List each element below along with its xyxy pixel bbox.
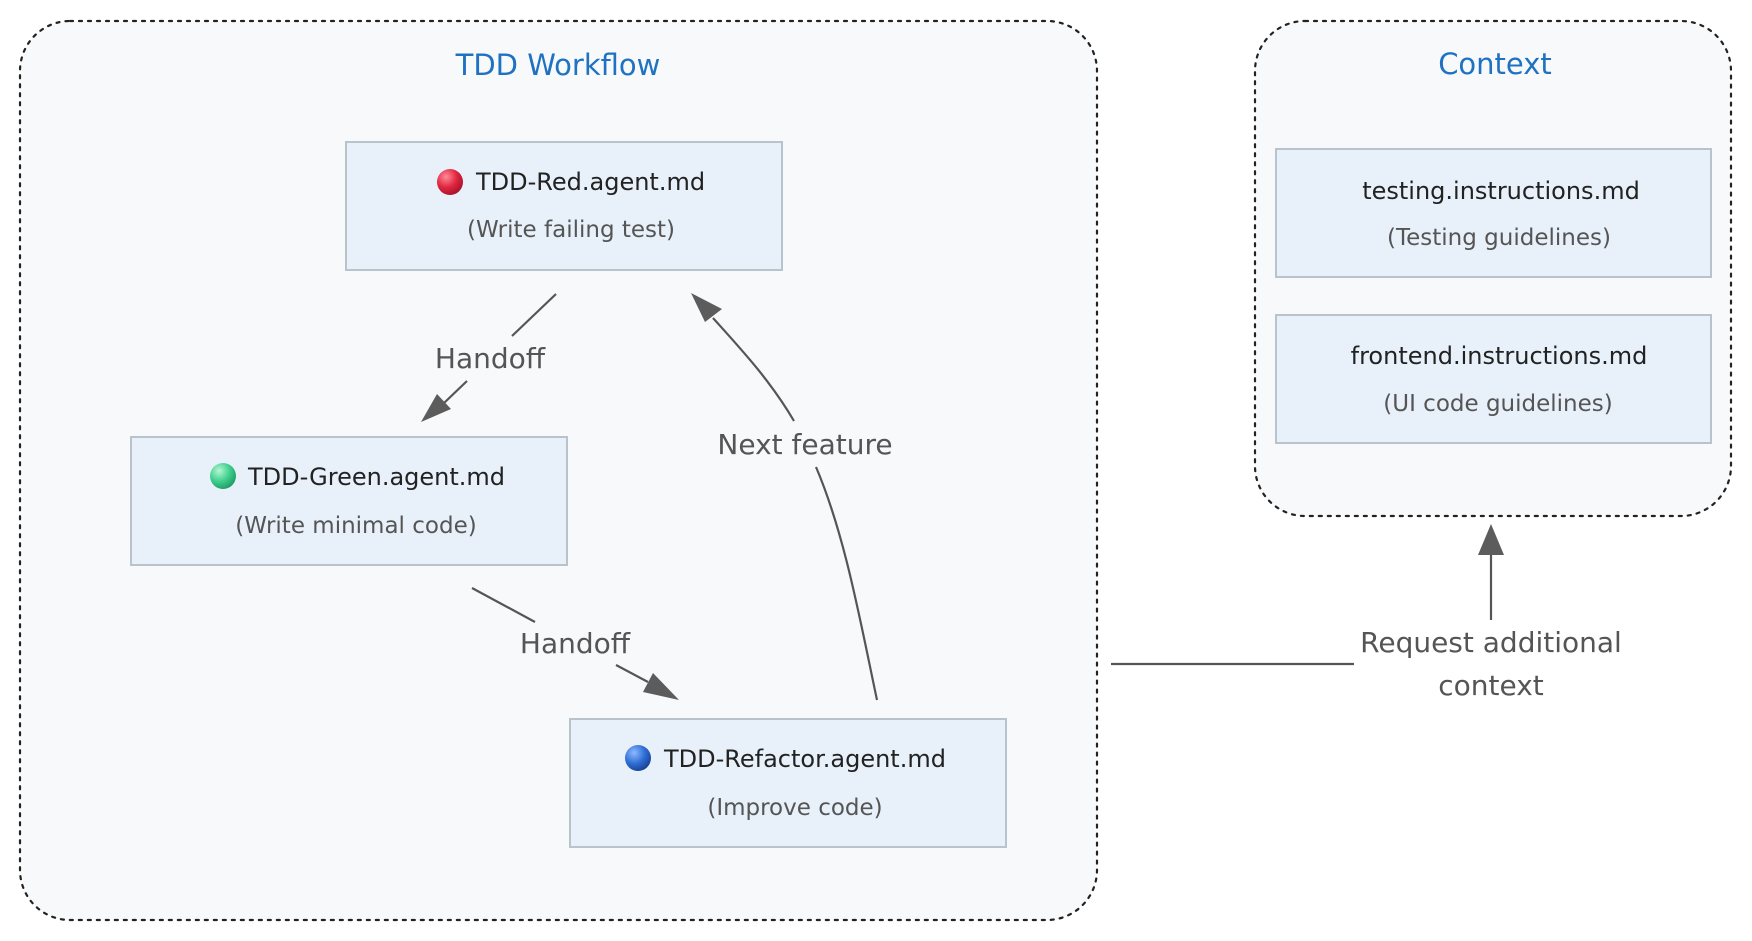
edge-refactor-to-red: Next feature: [691, 293, 893, 701]
edge-green-to-refactor: Handoff: [471, 587, 679, 700]
node-tdd-red-box: [345, 141, 783, 271]
edge-refactor-to-red-arrowhead: [691, 293, 722, 322]
node-tdd-green-title: TDD-Green.agent.md: [247, 463, 505, 491]
edge-red-to-green-line-lower: [443, 380, 468, 404]
green-circle-icon: [210, 463, 236, 489]
node-tdd-red-subtitle: (Write failing test): [467, 217, 675, 243]
node-testing-instructions-subtitle: (Testing guidelines): [1387, 225, 1611, 251]
edge-workflow-to-context-label-line2: context: [1438, 669, 1544, 702]
edge-red-to-green-arrowhead: [421, 394, 451, 422]
node-testing-instructions-title: testing.instructions.md: [1362, 177, 1640, 205]
node-tdd-green-subtitle: (Write minimal code): [235, 513, 476, 539]
node-testing-instructions[interactable]: testing.instructions.md (Testing guideli…: [1275, 148, 1712, 278]
edge-refactor-to-red-line-upper: [712, 317, 795, 422]
node-tdd-refactor[interactable]: TDD-Refactor.agent.md (Improve code): [569, 718, 1007, 848]
node-frontend-instructions-title: frontend.instructions.md: [1351, 342, 1648, 370]
edge-workflow-to-context-arrowhead: [1478, 524, 1504, 555]
node-frontend-instructions-subtitle: (UI code guidelines): [1383, 391, 1612, 417]
edge-refactor-to-red-label: Next feature: [717, 428, 892, 461]
group-context-title: Context: [1438, 47, 1552, 81]
node-tdd-refactor-title: TDD-Refactor.agent.md: [663, 745, 946, 773]
red-circle-icon: [437, 169, 463, 195]
node-frontend-instructions-box: [1275, 314, 1712, 444]
edge-red-to-green-line-upper: [511, 293, 557, 337]
node-tdd-red[interactable]: TDD-Red.agent.md (Write failing test): [345, 141, 783, 271]
edge-red-to-green-label: Handoff: [435, 342, 546, 375]
node-testing-instructions-box: [1275, 148, 1712, 278]
edge-workflow-to-context: Request additional context: [1111, 524, 1622, 702]
edge-workflow-to-context-label-line1: Request additional: [1360, 626, 1622, 659]
edge-green-to-refactor-line-lower: [615, 664, 649, 683]
node-tdd-red-title: TDD-Red.agent.md: [475, 168, 705, 196]
edge-green-to-refactor-arrowhead: [643, 673, 679, 700]
group-tdd-workflow-title: TDD Workflow: [455, 48, 661, 82]
node-tdd-refactor-subtitle: (Improve code): [707, 795, 882, 821]
blue-circle-icon: [625, 745, 651, 771]
node-frontend-instructions[interactable]: frontend.instructions.md (UI code guidel…: [1275, 314, 1712, 444]
edge-refactor-to-red-line-lower: [814, 466, 879, 701]
node-tdd-green-box: [130, 436, 568, 566]
node-tdd-refactor-box: [569, 718, 1007, 848]
edge-red-to-green: Handoff: [421, 293, 557, 422]
edge-green-to-refactor-line-upper: [471, 587, 536, 623]
node-tdd-green[interactable]: TDD-Green.agent.md (Write minimal code): [130, 436, 568, 566]
edge-green-to-refactor-label: Handoff: [520, 627, 631, 660]
